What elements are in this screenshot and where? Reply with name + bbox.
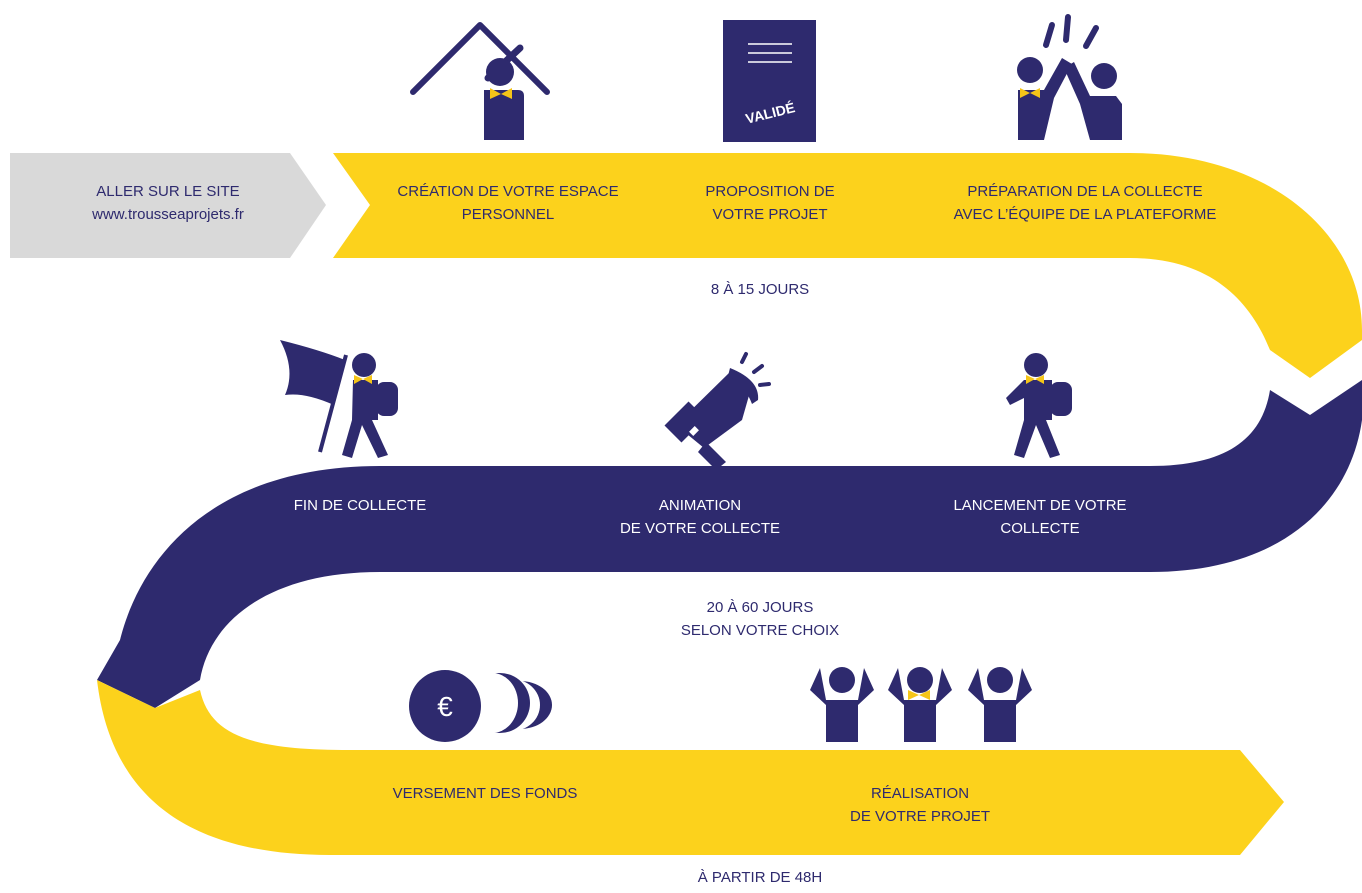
start-label: ALLER SUR LE SITE www.trousseaprojets.fr: [58, 180, 278, 226]
euro-symbol: €: [437, 691, 453, 722]
step-lancement-line1: LANCEMENT DE VOTRE: [953, 497, 1127, 514]
hiker-icon: [1006, 353, 1072, 458]
yellow-band-top: [333, 153, 1362, 378]
duration-phase2-line2: SELON VOTRE CHOIX: [680, 622, 840, 639]
duration-phase3-line1: À PARTIR DE 48H: [697, 869, 823, 886]
duration-phase2: 20 À 60 JOURS SELON VOTRE CHOIX: [660, 596, 860, 642]
validated-document-icon: VALIDÉ: [723, 20, 816, 142]
duration-phase1-line1: 8 À 15 JOURS: [710, 281, 810, 298]
start-arrow: [10, 153, 326, 258]
step-realisation-label: RÉALISATION DE VOTRE PROJET: [810, 782, 1030, 828]
step-realisation-line2: DE VOTRE PROJET: [849, 808, 991, 825]
step-animation-line1: ANIMATION: [658, 497, 742, 514]
step-proposition-label: PROPOSITION DE VOTRE PROJET: [670, 180, 870, 226]
house-person-icon: [410, 22, 550, 140]
step-realisation-line1: RÉALISATION: [870, 785, 970, 802]
flag-hiker-icon: [280, 340, 398, 458]
step-fin-line1: FIN DE COLLECTE: [293, 497, 427, 514]
step-animation-label: ANIMATION DE VOTRE COLLECTE: [600, 494, 800, 540]
step-proposition-line1: PROPOSITION DE: [705, 183, 835, 200]
euro-coins-icon: €: [409, 670, 552, 742]
step-proposition-line2: VOTRE PROJET: [712, 206, 828, 223]
duration-phase3: À PARTIR DE 48H: [660, 866, 860, 889]
cheering-people-icon: [810, 667, 1032, 742]
high-five-icon: [1017, 14, 1122, 140]
step-lancement-line2: COLLECTE: [1000, 520, 1080, 537]
step-creation-label: CRÉATION DE VOTRE ESPACE PERSONNEL: [368, 180, 648, 226]
start-label-line2: www.trousseaprojets.fr: [92, 206, 244, 223]
step-lancement-label: LANCEMENT DE VOTRE COLLECTE: [930, 494, 1150, 540]
duration-phase2-line1: 20 À 60 JOURS: [706, 599, 814, 616]
step-fin-label: FIN DE COLLECTE: [260, 494, 460, 517]
step-preparation-label: PRÉPARATION DE LA COLLECTE AVEC L’ÉQUIPE…: [925, 180, 1245, 226]
step-preparation-line2: AVEC L’ÉQUIPE DE LA PLATEFORME: [953, 206, 1217, 223]
step-versement-label: VERSEMENT DES FONDS: [360, 782, 610, 805]
start-label-line1: ALLER SUR LE SITE: [96, 183, 240, 200]
step-animation-line2: DE VOTRE COLLECTE: [619, 520, 781, 537]
navy-band-middle: [97, 380, 1362, 708]
duration-phase1: 8 À 15 JOURS: [660, 278, 860, 301]
yellow-band-bottom: [97, 680, 1284, 855]
step-preparation-line1: PRÉPARATION DE LA COLLECTE: [967, 183, 1203, 200]
step-creation-line1: CRÉATION DE VOTRE ESPACE: [397, 183, 619, 200]
step-versement-line1: VERSEMENT DES FONDS: [392, 785, 578, 802]
megaphone-icon: [664, 352, 771, 470]
step-creation-line2: PERSONNEL: [461, 206, 555, 223]
